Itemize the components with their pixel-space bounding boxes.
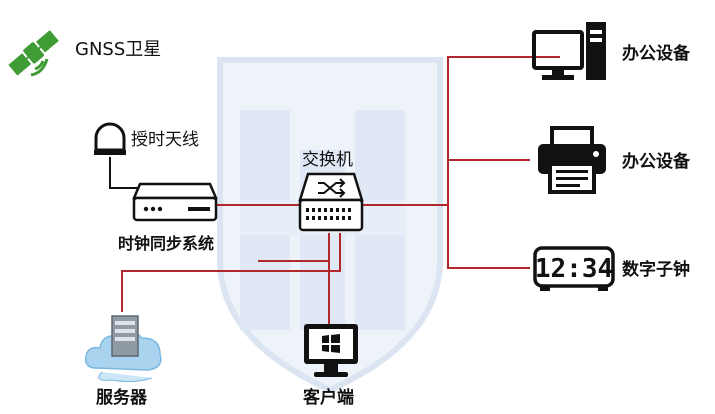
windows-monitor-icon [304,324,358,377]
time-sync-label: 时钟同步系统 [118,234,215,253]
network-switch-icon [298,172,364,232]
time-server-icon [132,182,218,222]
antenna-icon [94,122,126,155]
server-cloud-icon [84,315,162,383]
digital-clock-icon: 12:34 [533,246,615,291]
link-server [121,233,341,312]
switch-label: 交换机 [302,150,353,170]
office1-label: 办公设备 [622,44,690,64]
server-label: 服务器 [96,388,147,408]
link-antenna [109,157,145,189]
clock-display-text: 12:34 [535,254,613,284]
office2-label: 办公设备 [622,152,690,172]
gnss-label: GNSS卫星 [75,39,162,60]
clock-label: 数字子钟 [622,260,690,280]
printer-icon [538,126,606,194]
client-label: 客户端 [303,388,354,408]
link-office1 [447,56,560,269]
satellite-icon [8,30,59,77]
antenna-label: 授时天线 [131,130,199,150]
desktop-computer-icon [532,22,606,80]
